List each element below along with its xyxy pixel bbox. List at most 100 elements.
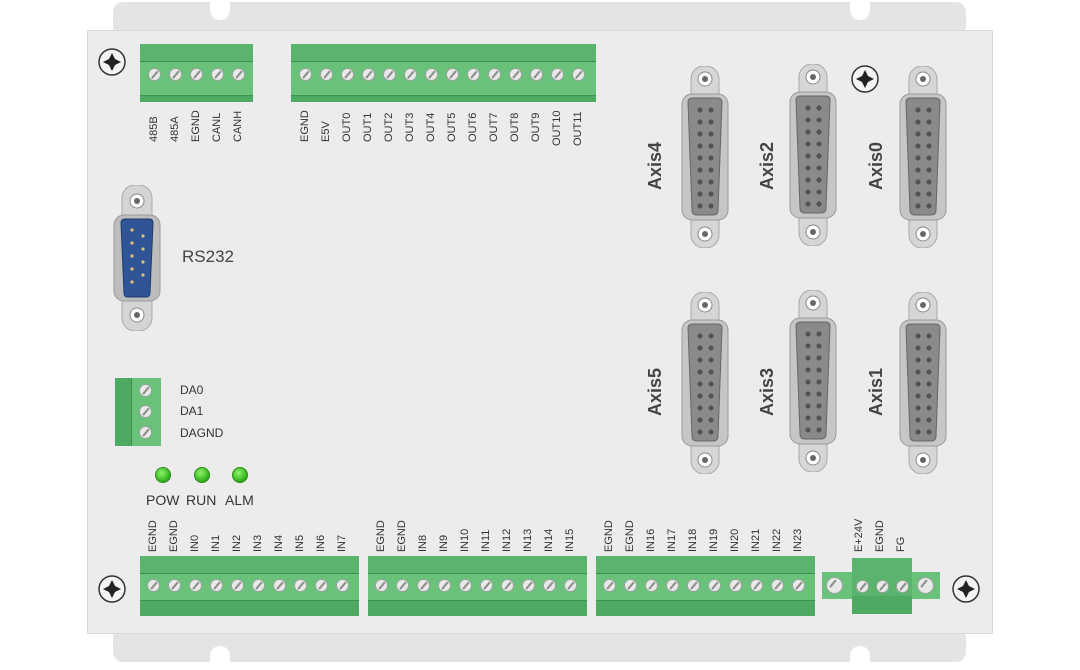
- axis3-connector[interactable]: [788, 290, 838, 472]
- terminal-pin[interactable]: [169, 68, 182, 81]
- led-label: RUN: [186, 492, 217, 508]
- alm-led-icon: [232, 467, 248, 483]
- terminal-pin[interactable]: [438, 579, 451, 592]
- axis1-connector[interactable]: [898, 292, 948, 474]
- terminal-pin[interactable]: [139, 405, 152, 418]
- pin-label: IN8: [417, 534, 429, 552]
- mounting-slot: [850, 646, 870, 670]
- terminal-pin[interactable]: [210, 579, 223, 592]
- terminal-pin[interactable]: [509, 68, 522, 81]
- screw-icon: [952, 575, 980, 603]
- terminal-pin[interactable]: [273, 579, 286, 592]
- terminal-pin[interactable]: [459, 579, 472, 592]
- terminal-pin[interactable]: [362, 68, 375, 81]
- terminal-pin[interactable]: [375, 579, 388, 592]
- pin-label: IN15: [564, 528, 576, 552]
- terminal-pin[interactable]: [147, 579, 160, 592]
- pin-label: IN9: [438, 534, 450, 552]
- axis0-connector[interactable]: [898, 66, 948, 248]
- axis-label: Axis3: [757, 367, 777, 416]
- terminal-pin[interactable]: [792, 579, 805, 592]
- pin-label: 485B: [148, 116, 160, 142]
- terminal-pin[interactable]: [299, 68, 312, 81]
- terminal-pin[interactable]: [543, 579, 556, 592]
- terminal-pin[interactable]: [771, 579, 784, 592]
- terminal-pin[interactable]: [530, 68, 543, 81]
- screw-icon: [98, 48, 126, 76]
- terminal-pin[interactable]: [522, 579, 535, 592]
- pin-label: FG: [895, 536, 907, 552]
- pin-label: EGND: [624, 520, 636, 552]
- terminal-pin[interactable]: [624, 579, 637, 592]
- input-terminal-block-3: [596, 556, 815, 616]
- terminal-pin[interactable]: [488, 68, 501, 81]
- terminal-pin[interactable]: [404, 68, 417, 81]
- pin-label: IN1: [210, 534, 222, 552]
- pin-label: OUT7: [488, 112, 500, 142]
- terminal-pin[interactable]: [231, 579, 244, 592]
- terminal-pin[interactable]: [729, 579, 742, 592]
- terminal-pin[interactable]: [232, 68, 245, 81]
- terminal-pin[interactable]: [211, 68, 224, 81]
- terminal-pin[interactable]: [603, 579, 616, 592]
- axis5-connector[interactable]: [680, 292, 730, 474]
- terminal-pin[interactable]: [336, 579, 349, 592]
- terminal-pin[interactable]: [564, 579, 577, 592]
- axis4-connector[interactable]: [680, 66, 730, 248]
- terminal-pin[interactable]: [480, 579, 493, 592]
- axis-label: Axis1: [866, 367, 886, 416]
- pin-label: IN17: [666, 528, 678, 552]
- terminal-pin[interactable]: [572, 68, 585, 81]
- terminal-pin[interactable]: [876, 580, 889, 593]
- axis-label: Axis5: [645, 367, 665, 416]
- axis2-connector[interactable]: [788, 64, 838, 246]
- pin-label: DA0: [180, 383, 204, 397]
- pin-label: IN3: [252, 534, 264, 552]
- pin-label: EGND: [396, 520, 408, 552]
- terminal-pin[interactable]: [139, 384, 152, 397]
- terminal-pin[interactable]: [645, 579, 658, 592]
- rs232-connector[interactable]: [113, 185, 161, 331]
- terminal-pin[interactable]: [687, 579, 700, 592]
- terminal-pin[interactable]: [467, 68, 480, 81]
- rs232-label: RS232: [182, 247, 234, 266]
- terminal-pin[interactable]: [425, 68, 438, 81]
- terminal-pin[interactable]: [148, 68, 161, 81]
- terminal-pin[interactable]: [826, 577, 843, 594]
- terminal-pin[interactable]: [417, 579, 430, 592]
- terminal-pin[interactable]: [168, 579, 181, 592]
- pin-label: IN19: [708, 528, 720, 552]
- terminal-pin[interactable]: [252, 579, 265, 592]
- axis-label: Axis4: [645, 141, 665, 190]
- terminal-pin[interactable]: [501, 579, 514, 592]
- pin-label: DA1: [180, 404, 204, 418]
- terminal-pin[interactable]: [896, 580, 909, 593]
- terminal-pin[interactable]: [341, 68, 354, 81]
- pin-label: EGND: [190, 110, 202, 142]
- terminal-pin[interactable]: [666, 579, 679, 592]
- terminal-pin[interactable]: [320, 68, 333, 81]
- pin-label: OUT10: [551, 110, 563, 146]
- pin-label: IN18: [687, 528, 699, 552]
- terminal-pin[interactable]: [750, 579, 763, 592]
- pin-label: IN14: [543, 528, 555, 552]
- pin-label: CANL: [211, 112, 223, 142]
- terminal-pin[interactable]: [708, 579, 721, 592]
- terminal-pin[interactable]: [315, 579, 328, 592]
- pin-label: IN5: [294, 534, 306, 552]
- terminal-pin[interactable]: [190, 68, 203, 81]
- pin-label: EGND: [147, 520, 159, 552]
- screw-icon: [851, 65, 879, 93]
- terminal-pin[interactable]: [446, 68, 459, 81]
- terminal-pin[interactable]: [396, 579, 409, 592]
- terminal-pin[interactable]: [551, 68, 564, 81]
- terminal-pin[interactable]: [856, 580, 869, 593]
- terminal-pin[interactable]: [189, 579, 202, 592]
- pin-label: OUT3: [404, 112, 416, 142]
- terminal-pin[interactable]: [917, 577, 934, 594]
- terminal-pin[interactable]: [139, 426, 152, 439]
- terminal-pin[interactable]: [294, 579, 307, 592]
- screw-icon: [98, 575, 126, 603]
- terminal-pin[interactable]: [383, 68, 396, 81]
- led-label: ALM: [225, 492, 254, 508]
